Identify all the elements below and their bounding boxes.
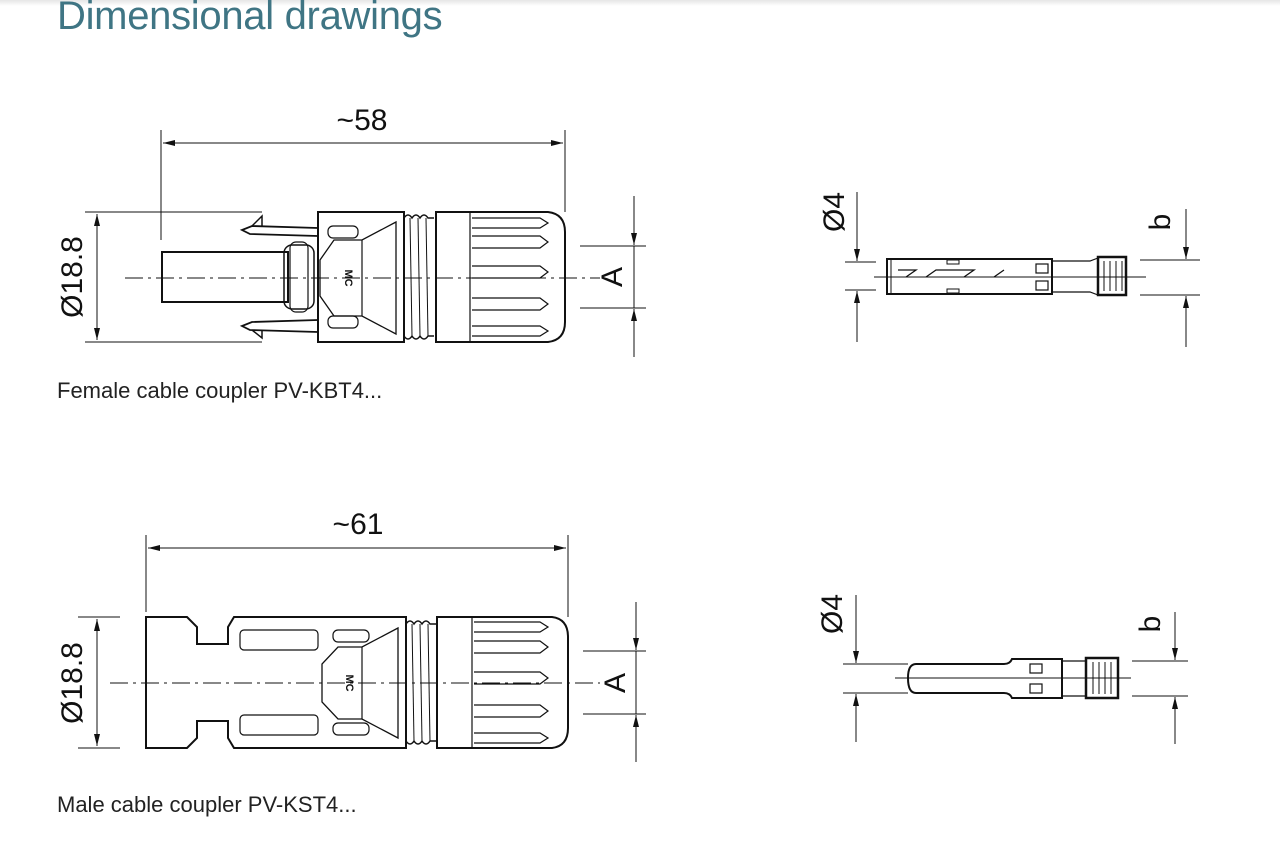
male-a-label: A bbox=[599, 673, 632, 693]
female-contact-b-label: b bbox=[1144, 214, 1177, 231]
female-contact-diameter-label: Ø4 bbox=[818, 192, 851, 232]
male-length-label: ~61 bbox=[333, 508, 384, 541]
male-coupler-drawing bbox=[78, 535, 646, 762]
page-top-edge bbox=[0, 0, 1280, 6]
male-contact-diameter-label: Ø4 bbox=[816, 594, 849, 634]
male-diameter-label: Ø18.8 bbox=[56, 642, 89, 724]
male-coupler-caption: Male cable coupler PV-KST4... bbox=[57, 792, 357, 817]
male-mc-logo: MC bbox=[343, 674, 355, 691]
female-coupler-drawing bbox=[85, 130, 646, 357]
female-contact-drawing bbox=[845, 192, 1200, 347]
male-contact-drawing bbox=[843, 595, 1188, 744]
female-coupler-caption: Female cable coupler PV-KBT4... bbox=[57, 378, 383, 403]
page-title: Dimensional drawings bbox=[57, 0, 443, 38]
male-contact-b-label: b bbox=[1134, 616, 1167, 633]
female-a-label: A bbox=[596, 267, 629, 287]
female-length-label: ~58 bbox=[337, 104, 388, 137]
female-mc-logo: MC bbox=[342, 269, 354, 286]
female-diameter-label: Ø18.8 bbox=[56, 236, 89, 318]
